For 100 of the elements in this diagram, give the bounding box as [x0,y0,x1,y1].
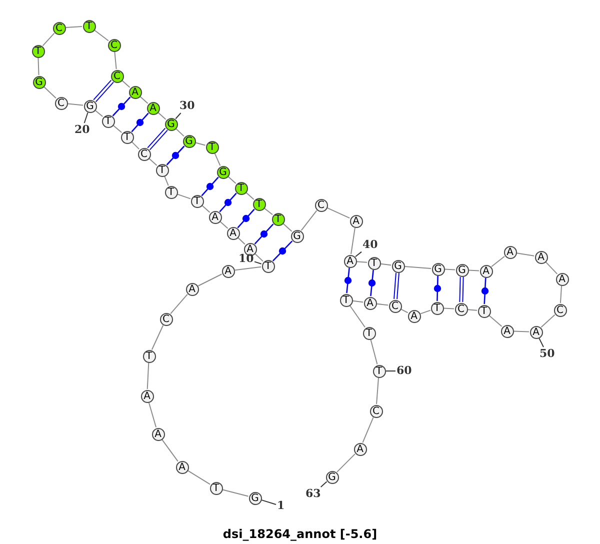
backbone-line [198,274,222,286]
backbone-line [444,308,454,310]
position-number: 10 [238,253,254,265]
position-number: 1 [277,500,285,512]
backbone-line [195,142,206,146]
backbone-line [380,263,392,266]
backbone-line [234,266,262,271]
backbone-line [148,402,157,428]
nucleotide-circle: A [222,264,234,278]
nucleotide-circle: A [146,102,160,114]
base-pair-line [436,276,438,302]
nucleotide-circle: A [530,326,542,338]
backbone-line [545,262,558,274]
base-pair-line [131,112,149,132]
nucleotide-circle: T [164,186,178,198]
nucleotide-circle: G [392,260,404,272]
backbone-line [44,86,56,99]
nucleotide-circle: T [372,364,386,378]
nucleotide-circle: A [354,442,366,456]
nucleotide-circle: C [110,70,124,82]
nucleotide-circle: G [32,76,46,88]
backbone-line [170,294,188,314]
nucleotide-circle: T [102,114,114,128]
backbone-line [376,377,379,405]
base-pair-line [237,208,255,228]
nucleotide-circle: C [454,302,468,316]
base-pair-line [112,96,131,116]
leader-line [538,338,544,348]
backbone-line [362,416,374,444]
nucleotide-circle: A [152,428,164,440]
nucleotide-circle: C [554,304,566,316]
base-pair-line [166,146,185,166]
base-pair-line [219,192,237,212]
nucleotide-circle: T [368,256,380,270]
leader-line [175,112,182,120]
base-pair-line [370,270,374,296]
backbone-line [148,158,158,166]
backbone-line [491,256,505,268]
backbone-line [122,80,130,88]
backbone-line [488,315,502,327]
position-number: 50 [540,348,555,360]
backbone-line [222,489,249,497]
backbone-line [140,96,148,104]
position-number: 30 [180,100,195,112]
leader-line [386,370,396,372]
backbone-line [228,176,236,184]
backbone-line [38,58,40,76]
nucleotide-circle: A [364,296,376,310]
nucleotide-circle: G [456,264,468,276]
backbone-line [376,303,389,306]
nucleotide-circle: A [186,282,198,296]
nucleotide-circle: G [84,100,96,112]
base-pair-double-line [93,80,114,102]
backbone-line [220,221,228,229]
nucleotide-circle: T [190,194,204,208]
nucleotide-circle: T [478,304,490,318]
backbone-line [187,470,211,485]
backbone-line [300,210,318,231]
nucleotide-circle: C [138,148,150,160]
nucleotide-circle: T [32,44,44,58]
backbone-line [162,439,178,462]
nucleotide-circle: T [206,140,218,154]
backbone-line [444,268,456,270]
backbone-line [158,112,166,120]
backbone-line [264,208,273,216]
nucleotide-circle: A [208,210,222,224]
nucleotide-circle: G [248,492,262,504]
nucleotide-circle: C [160,312,172,326]
backbone-line [514,330,530,332]
backbone-line [94,110,104,118]
nucleotide-circle: G [164,118,178,130]
backbone-line [540,314,556,328]
backbone-line [420,310,431,314]
nucleotide-circle: C [108,38,120,52]
backbone-line [146,362,150,390]
nucleotide-circle: T [272,212,284,226]
diagram-title: dsi_18264_annot [-5.6] [222,527,378,541]
leader-line [320,481,328,488]
backbone-line [356,261,368,263]
leader-line [254,261,262,264]
nucleotide-circle: A [504,246,516,258]
backbone-line [238,237,246,245]
nucleotide-circle: A [408,310,420,322]
nucleotide-circle: T [156,164,168,176]
base-pair-double-line [459,276,464,303]
backbone-line [67,103,84,106]
leader-line [261,500,276,505]
backbone-line [214,152,221,166]
backbone-line [114,51,117,70]
nucleotide-circle: C [54,96,68,110]
nucleotide-circle: A [350,214,362,228]
nucleotide-circle: G [216,166,230,178]
backbone-line [352,300,364,303]
nucleotide-circle: T [210,482,222,494]
nucleotide-circle: A [176,460,188,474]
base-pair-line [201,176,219,196]
backbone-line [370,339,378,365]
nucleotide-circle: C [370,404,382,418]
base-pair-double-line [394,272,400,300]
base-pair-line [272,240,293,262]
